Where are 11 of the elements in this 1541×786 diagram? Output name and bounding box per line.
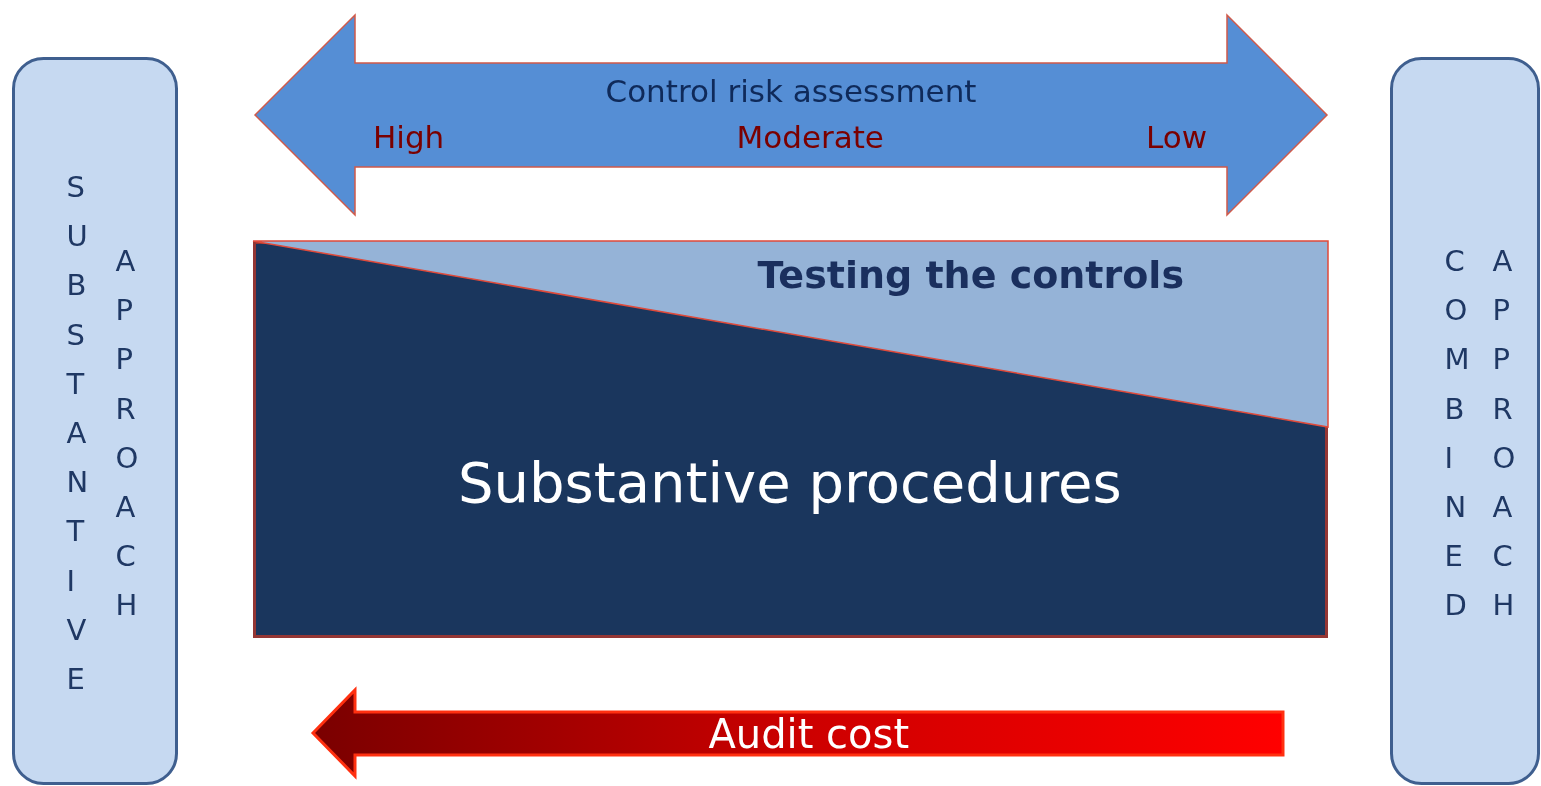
scale-label: Moderate xyxy=(736,119,884,157)
scale-label: Low xyxy=(1145,119,1207,157)
vertical-label: SUBSTANTIVE xyxy=(65,169,90,699)
vertical-label: COMBINED xyxy=(1443,243,1468,625)
scale-label: High xyxy=(373,119,445,157)
area-label: Substantive procedures xyxy=(458,449,1122,517)
arrow-title: Control risk assessment xyxy=(605,73,977,111)
vertical-label: APPROACH xyxy=(1491,243,1516,625)
vertical-label: APPROACH xyxy=(114,243,139,625)
wedge-label: Testing the controls xyxy=(757,253,1184,299)
arrow-label: Audit cost xyxy=(708,710,910,758)
